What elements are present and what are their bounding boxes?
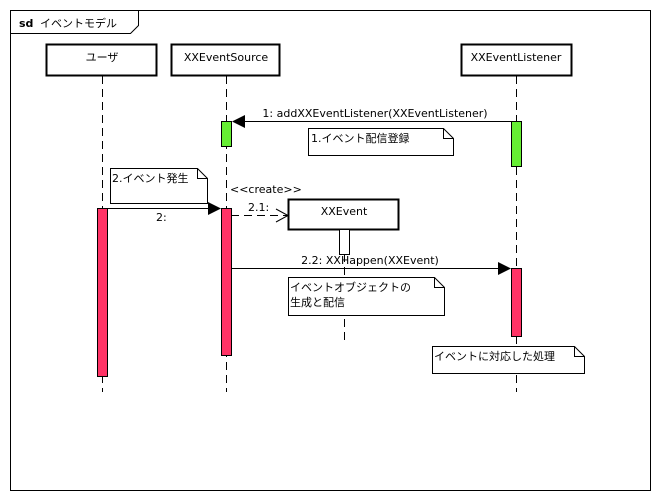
message-2-1[interactable]: <<create>> 2.1: (230, 183, 302, 223)
lifeline-user-label: ユーザ (86, 51, 119, 64)
message-2-1-label: 2.1: (248, 201, 269, 214)
message-2[interactable]: 2: (107, 202, 221, 224)
activation-source-event (221, 208, 232, 356)
note-text: イベントオブジェクトの (290, 280, 411, 294)
message-1-label: 1: addXXEventListener(XXEventListener) (262, 107, 487, 120)
lifeline-head-source[interactable]: XXEventSource (170, 43, 281, 77)
message-2-2-label: 2.2: XXHappen(XXEvent) (301, 254, 439, 267)
diagram-frame (10, 10, 651, 491)
lifeline-listener-label: XXEventListener (471, 51, 562, 64)
filled-arrow-icon (498, 262, 511, 275)
message-2-1-stereotype: <<create>> (230, 183, 302, 196)
lifeline-head-listener[interactable]: XXEventListener (460, 43, 573, 77)
note-text: 生成と配信 (290, 295, 345, 309)
note-text: イベントに対応した処理 (434, 349, 555, 363)
activation-event (339, 229, 350, 255)
frame-tab (10, 10, 139, 34)
frame-title: イベントモデル (40, 16, 117, 30)
message-2-label: 2: (156, 211, 167, 224)
activation-listener-event (511, 268, 522, 337)
lifeline-head-event[interactable]: XXEvent (287, 198, 400, 231)
message-2-2[interactable]: 2.2: XXHappen(XXEvent) (231, 254, 511, 275)
lifeline-source-label: XXEventSource (184, 51, 269, 64)
open-arrow-icon (275, 208, 290, 223)
note-registration[interactable]: 1.イベント配信登録 (308, 128, 454, 156)
note-event-object[interactable]: イベントオブジェクトの 生成と配信 (288, 277, 445, 316)
frame-keyword: sd (19, 17, 33, 30)
note-event-handling[interactable]: イベントに対応した処理 (432, 346, 585, 374)
activation-user-event (97, 208, 108, 377)
activation-source-register (221, 121, 232, 147)
filled-arrow-icon (232, 115, 245, 128)
activation-listener-register (511, 121, 522, 167)
lifeline-head-user[interactable]: ユーザ (45, 43, 158, 77)
lifeline-event-label: XXEvent (321, 205, 368, 218)
filled-arrow-icon (208, 202, 221, 215)
note-event-occurrence[interactable]: 2.イベント発生 (110, 168, 208, 204)
note-text: 1.イベント配信登録 (311, 131, 410, 145)
note-text: 2.イベント発生 (112, 171, 189, 185)
message-1[interactable]: 1: addXXEventListener(XXEventListener) (232, 107, 511, 128)
